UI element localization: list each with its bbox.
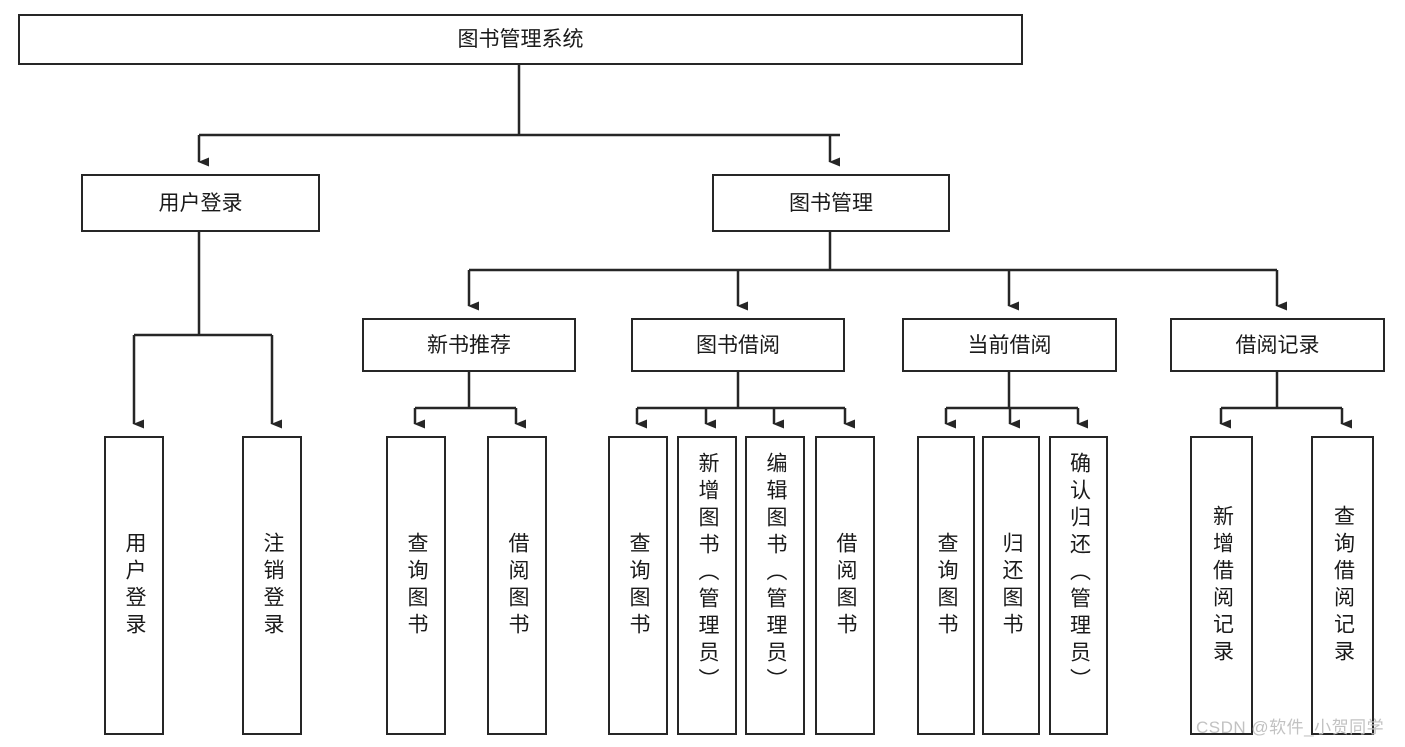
leaf-record-query-record[interactable]: 查询借阅记录 [1311, 436, 1374, 735]
leaf-label: 编辑图书（管理员） [764, 452, 788, 695]
leaf-new-book-borrow[interactable]: 借阅图书 [487, 436, 547, 735]
node-new-book-recommend-label: 新书推荐 [427, 333, 511, 357]
leaf-label: 确认归还（管理员） [1067, 452, 1091, 695]
leaf-label: 查询图书 [627, 531, 651, 640]
leaf-label: 借阅图书 [834, 531, 858, 640]
leaf-label: 新增图书（管理员） [696, 452, 720, 695]
leaf-label: 注销登录 [261, 531, 285, 640]
leaf-label: 查询图书 [405, 531, 429, 640]
leaf-record-add-record[interactable]: 新增借阅记录 [1190, 436, 1253, 735]
leaf-borrow-query-book[interactable]: 查询图书 [608, 436, 668, 735]
leaf-borrow-add-book-admin[interactable]: 新增图书（管理员） [677, 436, 737, 735]
leaf-user-login-signout[interactable]: 注销登录 [242, 436, 302, 735]
node-current-borrow[interactable]: 当前借阅 [902, 318, 1117, 372]
leaf-label: 用户登录 [123, 531, 147, 640]
leaf-label: 归还图书 [1000, 531, 1024, 640]
leaf-new-book-query[interactable]: 查询图书 [386, 436, 446, 735]
node-current-borrow-label: 当前借阅 [967, 333, 1052, 357]
leaf-user-login-signin[interactable]: 用户登录 [104, 436, 164, 735]
node-borrow-record[interactable]: 借阅记录 [1170, 318, 1385, 372]
node-user-login-label: 用户登录 [158, 191, 243, 215]
node-book-management-label: 图书管理 [789, 191, 873, 215]
node-user-login[interactable]: 用户登录 [81, 174, 320, 232]
leaf-current-return-book[interactable]: 归还图书 [982, 436, 1040, 735]
leaf-borrow-borrow-book[interactable]: 借阅图书 [815, 436, 875, 735]
leaf-borrow-edit-book-admin[interactable]: 编辑图书（管理员） [745, 436, 805, 735]
leaf-label: 借阅图书 [506, 531, 530, 640]
node-new-book-recommend[interactable]: 新书推荐 [362, 318, 576, 372]
node-root-label: 图书管理系统 [457, 28, 584, 51]
node-book-borrow-label: 图书借阅 [696, 333, 780, 357]
leaf-current-query-book[interactable]: 查询图书 [917, 436, 975, 735]
leaf-label: 新增借阅记录 [1210, 504, 1234, 667]
node-borrow-record-label: 借阅记录 [1235, 333, 1320, 357]
watermark-text: CSDN @软件_小贺同学 [1196, 718, 1385, 737]
node-root[interactable]: 图书管理系统 [18, 14, 1023, 65]
leaf-label: 查询图书 [935, 531, 959, 640]
node-book-borrow[interactable]: 图书借阅 [631, 318, 845, 372]
leaf-current-confirm-return-admin[interactable]: 确认归还（管理员） [1049, 436, 1108, 735]
node-book-management[interactable]: 图书管理 [712, 174, 950, 232]
leaf-label: 查询借阅记录 [1331, 504, 1355, 667]
